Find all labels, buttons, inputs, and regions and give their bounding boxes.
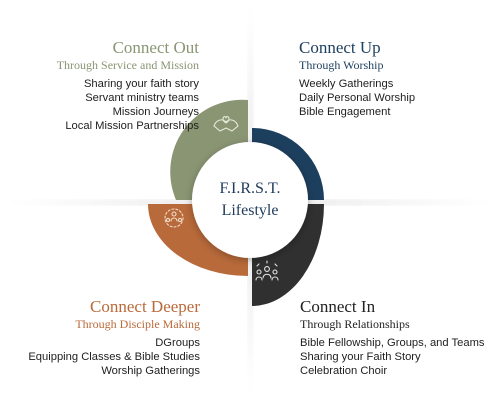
people-circle-icon xyxy=(164,208,184,228)
center-title-line1: F.I.R.S.T. xyxy=(219,180,280,197)
connect-deeper-subtitle: Through Disciple Making xyxy=(75,317,200,331)
connect-in-subtitle: Through Relationships xyxy=(300,317,410,331)
list-item: Equipping Classes & Bible Studies xyxy=(28,351,200,363)
list-item: DGroups xyxy=(155,337,200,349)
connect-in-list: Bible Fellowship, Groups, and Teams Shar… xyxy=(300,336,484,378)
quadrant-connect-in: Connect In Through Relationships Bible F… xyxy=(300,297,484,378)
connect-out-subtitle: Through Service and Mission xyxy=(56,58,199,72)
hands-heart-icon xyxy=(213,116,239,132)
people-group-icon xyxy=(255,260,279,281)
center-title-line2: Lifestyle xyxy=(222,202,279,219)
list-item: Sharing your Faith Story xyxy=(300,351,421,363)
connect-out-list: Sharing your faith story Servant ministr… xyxy=(57,77,199,133)
connect-out-title: Connect Out xyxy=(112,38,199,57)
connect-deeper-title: Connect Deeper xyxy=(90,297,200,316)
connect-up-list: Weekly Gatherings Daily Personal Worship… xyxy=(299,77,415,119)
list-item: Sharing your faith story xyxy=(83,78,199,90)
connect-up-subtitle: Through Worship xyxy=(299,58,384,72)
list-item: Weekly Gatherings xyxy=(299,78,394,90)
quadrant-connect-out: Connect Out Through Service and Mission … xyxy=(57,38,199,133)
quadrant-connect-up: Connect Up Through Worship Weekly Gather… xyxy=(299,38,415,119)
list-item: Bible Fellowship, Groups, and Teams xyxy=(300,337,485,349)
connect-in-title: Connect In xyxy=(300,297,376,316)
list-item: Local Mission Partnerships xyxy=(65,120,199,132)
quadrant-connect-deeper: Connect Deeper Through Disciple Making D… xyxy=(28,297,200,378)
list-item: Mission Journeys xyxy=(112,106,199,118)
connect-deeper-list: DGroups Equipping Classes & Bible Studie… xyxy=(28,336,200,378)
connect-up-title: Connect Up xyxy=(299,38,381,57)
center-circle xyxy=(192,142,308,258)
list-item: Celebration Choir xyxy=(300,365,388,377)
list-item: Servant ministry teams xyxy=(85,92,199,104)
list-item: Daily Personal Worship xyxy=(299,92,416,104)
list-item: Bible Engagement xyxy=(299,106,391,118)
list-item: Worship Gatherings xyxy=(101,365,200,377)
